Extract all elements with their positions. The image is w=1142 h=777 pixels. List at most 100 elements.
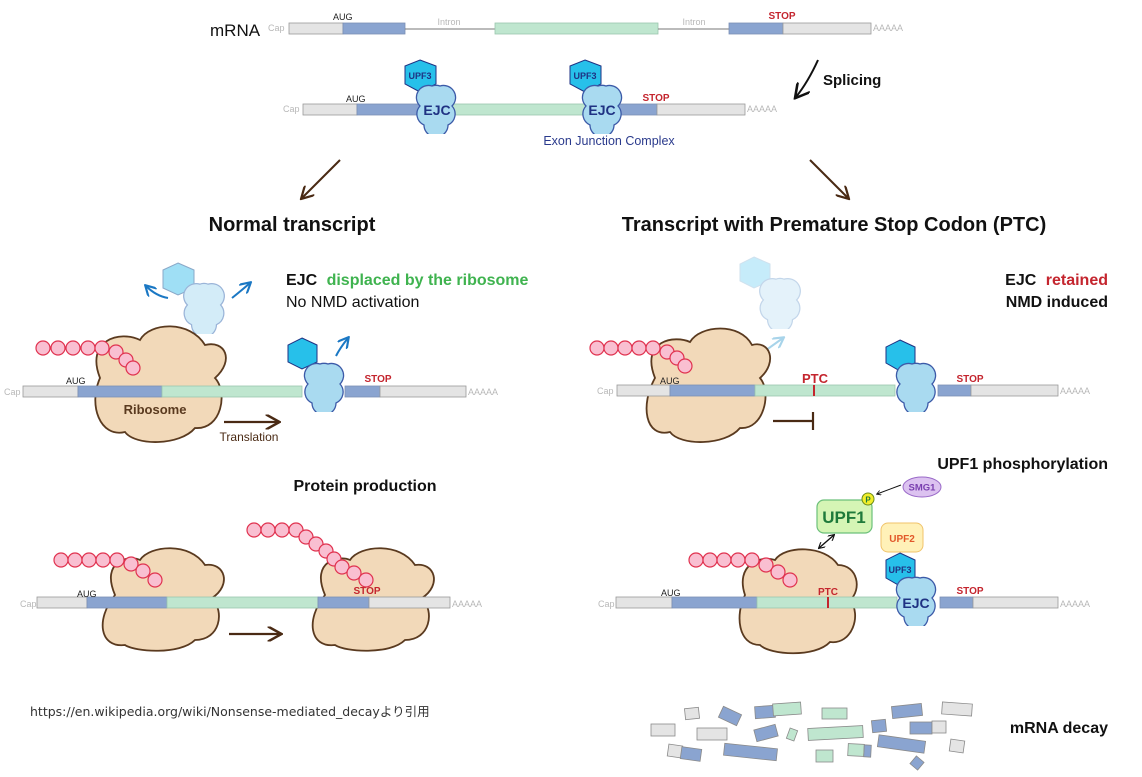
aug-label: AUG — [77, 589, 97, 599]
ejc-caption: Exon Junction Complex — [543, 134, 675, 148]
amino-acid-bead — [603, 340, 619, 356]
aug-label: AUG — [66, 376, 86, 386]
mrna-fragment — [948, 738, 966, 754]
utr3-segment — [379, 385, 467, 398]
amino-acid-bead — [135, 563, 151, 579]
status-ejc-text: EJC — [1005, 272, 1037, 289]
release-arrow-icon — [146, 286, 169, 299]
peptide-chain — [246, 522, 374, 588]
mrna-fragment — [772, 701, 802, 717]
upf2-label: UPF2 — [889, 534, 915, 545]
splicing-arrow-icon — [796, 59, 819, 97]
amino-acid-bead — [346, 565, 362, 581]
utr5-segment — [302, 103, 358, 116]
protein-production-heading: Protein production — [293, 478, 436, 495]
amino-acid-bead — [123, 556, 139, 572]
ptc-translation-panel: EJC retained NMD induced Cap AUG PTC STO… — [589, 256, 1108, 443]
amino-acid-bead — [716, 552, 732, 568]
amino-acid-bead — [95, 552, 111, 568]
amino-acid-bead — [246, 522, 262, 538]
phosphate-icon — [861, 492, 875, 506]
aug-label: AUG — [333, 12, 353, 22]
ptc-label: PTC — [802, 371, 829, 386]
amino-acid-bead — [589, 340, 605, 356]
mrna-fragment — [909, 755, 925, 771]
cds-segment — [344, 385, 381, 398]
exon-segment — [161, 385, 303, 398]
mrna-fragment — [815, 749, 834, 763]
peptide-chain — [53, 552, 163, 588]
ejc-label: EJC — [588, 102, 615, 118]
utr5-segment — [616, 384, 671, 397]
upf1-phosphorylation-panel: UPF1 phosphorylation Cap AUG PTC STOP AA… — [598, 456, 1108, 655]
amino-acid-bead — [94, 340, 110, 356]
mrna-label: mRNA — [210, 21, 261, 40]
ptc-transcript-heading: Transcript with Premature Stop Codon (PT… — [622, 214, 1046, 236]
amino-acid-bead — [688, 552, 704, 568]
exon2-segment — [494, 22, 659, 35]
amino-acid-bead — [35, 340, 51, 356]
mrna-fragment — [754, 704, 776, 720]
cap-label: Cap — [597, 386, 614, 396]
aug-label: AUG — [661, 588, 681, 598]
ejc-shape-icon — [895, 362, 937, 412]
status-line-1: EJC displaced by the ribosome — [286, 272, 529, 289]
stop-label: STOP — [353, 586, 380, 597]
utr5-segment — [615, 596, 673, 609]
pre-mrna: mRNA Cap AUG Intron Intron STOP AAAAA — [210, 11, 903, 40]
status-ejc-text: EJC — [286, 272, 318, 289]
amino-acid-bead — [147, 572, 163, 588]
normal-translation-panel: EJC displaced by the ribosome No NMD act… — [4, 262, 529, 444]
citation-text: https://en.wikipedia.org/wiki/Nonsense-m… — [30, 704, 430, 719]
utr3-segment — [656, 103, 746, 116]
peptide-chain — [35, 340, 141, 376]
amino-acid-bead — [274, 522, 290, 538]
mrna-fragment — [876, 734, 927, 754]
translation-label: Translation — [220, 430, 279, 444]
polya-label: AAAAA — [452, 599, 482, 609]
cds-segment — [939, 596, 974, 609]
mrna-fragment — [650, 723, 676, 737]
protein-production-panel: Protein production Cap AUG STOP AAAAA — [20, 478, 482, 652]
mrna-fragment — [684, 706, 700, 721]
polya-label: AAAAA — [1060, 599, 1090, 609]
smg1-label: SMG1 — [909, 483, 937, 494]
mrna-fragment — [679, 746, 703, 762]
amino-acid-bead — [53, 552, 69, 568]
stop-label: STOP — [364, 374, 391, 385]
normal-transcript-heading: Normal transcript — [209, 214, 376, 236]
status-line-1: EJC retained — [1005, 272, 1108, 289]
status-retained-text: retained — [1046, 272, 1108, 289]
amino-acid-bead — [50, 340, 66, 356]
amino-acid-bead — [125, 360, 141, 376]
exon1-segment — [342, 22, 406, 35]
mrna-fragment — [723, 742, 778, 762]
status-displaced-text: displaced by the ribosome — [327, 272, 529, 289]
kinase-arrow-icon — [877, 484, 902, 494]
mrna-fragment — [909, 721, 933, 735]
ejc-shape-icon — [303, 362, 345, 412]
upf3-label: UPF3 — [888, 565, 911, 575]
peptide-chain — [589, 340, 693, 374]
ejc-label: EJC — [423, 102, 450, 118]
cds-segment — [669, 384, 756, 397]
ribosome-icon — [94, 325, 227, 443]
amino-acid-bead — [782, 572, 798, 588]
release-arrow-icon — [335, 338, 348, 357]
amino-acid-bead — [108, 344, 124, 360]
cds-segment — [671, 596, 758, 609]
amino-acid-bead — [730, 552, 746, 568]
upf1-label: UPF1 — [822, 508, 865, 527]
intron1-label: Intron — [437, 17, 460, 27]
upf2-box — [880, 522, 924, 553]
mrna-decay-label: mRNA decay — [1010, 720, 1108, 737]
amino-acid-bead — [67, 552, 83, 568]
amino-acid-bead — [758, 557, 774, 573]
polya-label: AAAAA — [747, 104, 777, 114]
interaction-arrow-icon — [819, 535, 834, 548]
status-line-2: NMD induced — [1006, 294, 1108, 311]
ejc-label: EJC — [902, 595, 929, 611]
mrna-fragment — [847, 743, 865, 757]
stop-label: STOP — [956, 374, 983, 385]
cds-segment — [77, 385, 163, 398]
